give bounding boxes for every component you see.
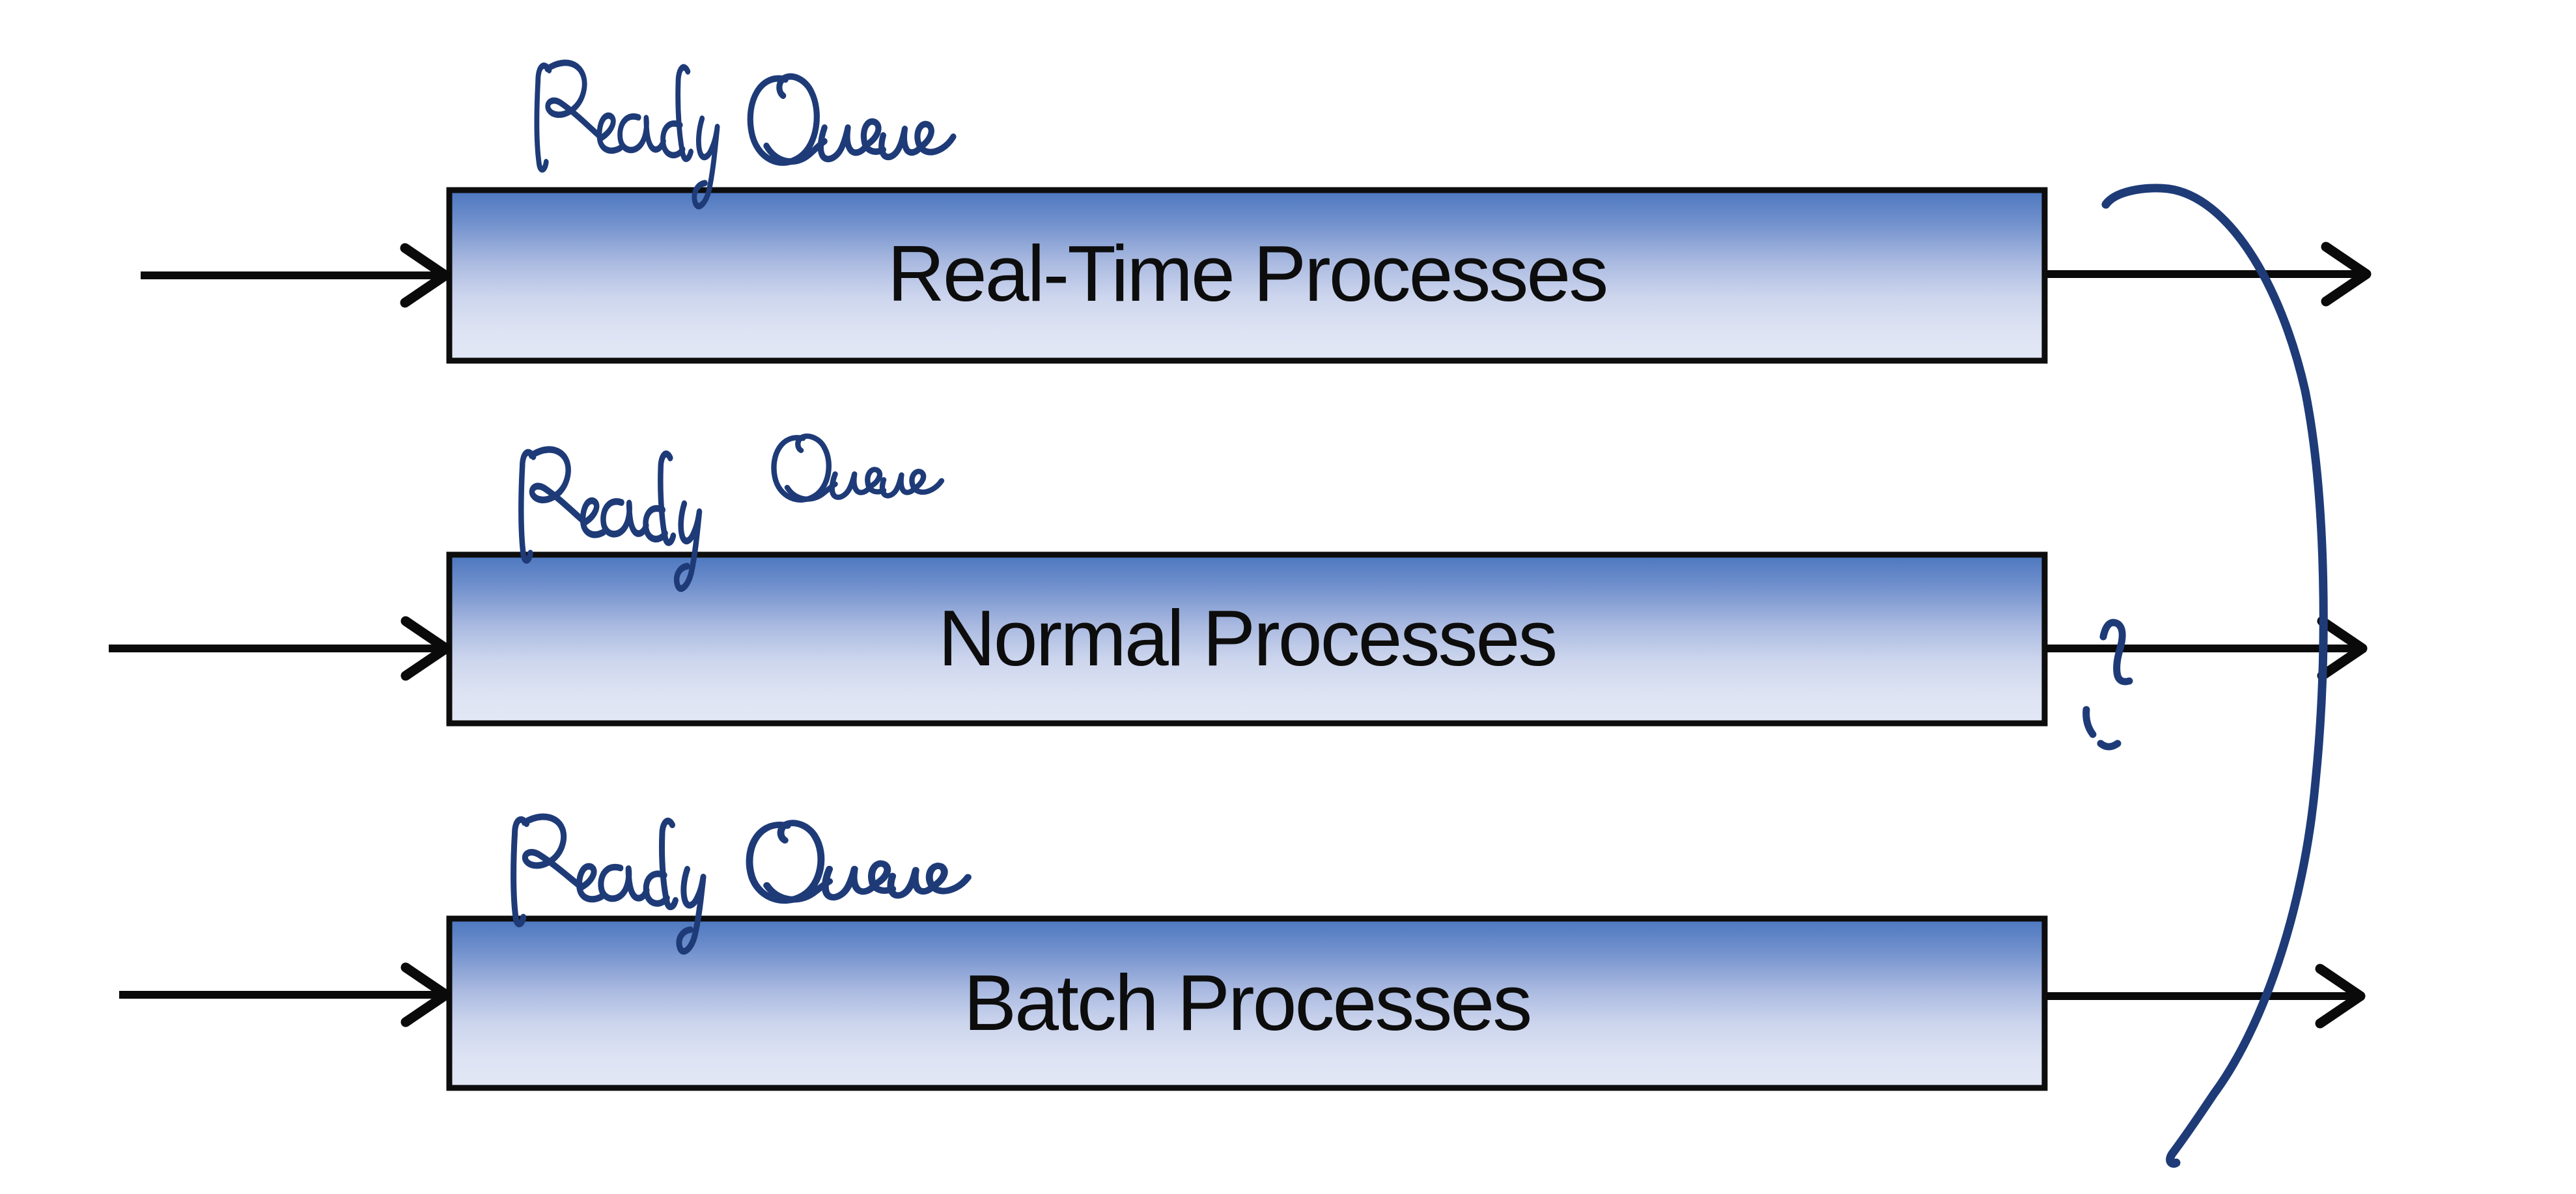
handdrawn-feedback-curve xyxy=(2101,184,2328,1168)
output-arrow-normal xyxy=(2047,616,2368,681)
input-arrow-normal xyxy=(109,616,451,681)
input-arrow-realtime xyxy=(141,243,451,308)
queue-label-realtime: Real-Time Processes xyxy=(888,229,1607,318)
queue-box-batch xyxy=(446,915,2048,1091)
word-queue xyxy=(746,820,972,904)
handwritten-ink: Ready Queue Ready Queue xyxy=(511,59,2328,1168)
queue-box-normal xyxy=(446,551,2048,727)
handwritten-ready-queue-normal: Ready Queue xyxy=(518,433,945,592)
word-queue xyxy=(771,433,945,503)
word-ready xyxy=(511,813,707,955)
word-queue xyxy=(747,73,957,166)
flow-arrows xyxy=(109,242,2372,1029)
queue-label-batch: Batch Processes xyxy=(964,958,1530,1047)
queue-label-normal: Normal Processes xyxy=(938,594,1556,682)
handdrawn-tick-marks xyxy=(2082,706,2121,751)
input-arrow-batch xyxy=(119,962,451,1027)
handdrawn-hook-mark xyxy=(2099,618,2133,686)
word-ready xyxy=(534,59,720,210)
output-arrow-batch xyxy=(2047,964,2366,1029)
output-arrow-realtime xyxy=(2047,242,2372,307)
queue-box-realtime xyxy=(446,187,2048,364)
word-ready xyxy=(518,446,703,592)
handwritten-ready-queue-batch: Ready Queue xyxy=(511,813,972,955)
handwritten-ready-queue-realtime: Ready Queue xyxy=(534,59,957,210)
queue-boxes: Real-Time Processes Normal Processes Bat… xyxy=(446,187,2048,1091)
